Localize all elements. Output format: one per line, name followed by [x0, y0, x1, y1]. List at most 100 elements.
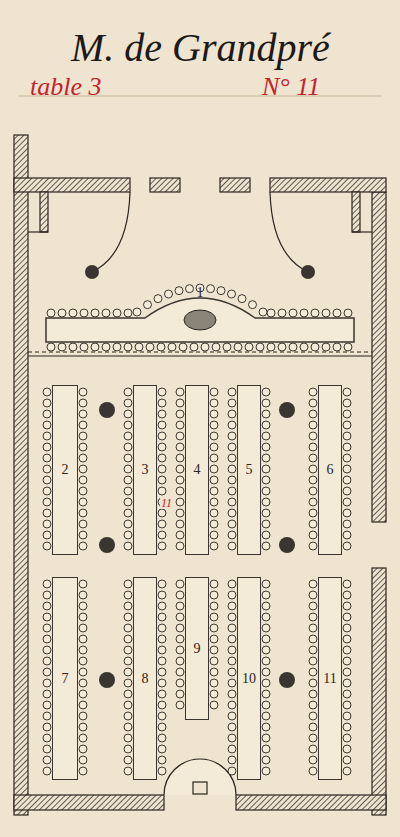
chair — [309, 591, 317, 599]
chair — [210, 635, 218, 643]
chair — [158, 668, 166, 676]
chair — [79, 509, 87, 517]
chair — [228, 432, 236, 440]
chair — [228, 399, 236, 407]
chair — [262, 443, 270, 451]
chair — [309, 767, 317, 775]
chair — [262, 668, 270, 676]
chair — [158, 712, 166, 720]
chair — [210, 531, 218, 539]
chair — [79, 399, 87, 407]
chair — [133, 308, 141, 316]
chair — [158, 624, 166, 632]
chair — [176, 701, 184, 709]
chair — [176, 646, 184, 654]
chair — [309, 443, 317, 451]
chair — [210, 421, 218, 429]
chair — [43, 531, 51, 539]
chair — [124, 443, 132, 451]
chair — [210, 454, 218, 462]
chair — [43, 509, 51, 517]
chair — [186, 285, 194, 293]
chair — [79, 679, 87, 687]
chair — [228, 745, 236, 753]
chair — [262, 624, 270, 632]
chair — [343, 668, 351, 676]
chair — [228, 657, 236, 665]
chair — [43, 498, 51, 506]
chair — [146, 343, 154, 351]
chair — [309, 487, 317, 495]
chair — [228, 624, 236, 632]
chair — [256, 343, 264, 351]
table: 4 — [185, 385, 209, 555]
chair — [79, 542, 87, 550]
chair — [176, 531, 184, 539]
chair — [343, 635, 351, 643]
chair — [262, 421, 270, 429]
chair — [309, 476, 317, 484]
chair — [210, 509, 218, 517]
chair — [210, 668, 218, 676]
chair — [43, 465, 51, 473]
walls — [14, 135, 386, 815]
chair — [300, 343, 308, 351]
chair — [210, 679, 218, 687]
chair — [289, 343, 297, 351]
chair — [343, 454, 351, 462]
chair — [309, 421, 317, 429]
chair — [210, 465, 218, 473]
chair — [124, 410, 132, 418]
chair — [228, 756, 236, 764]
chair — [343, 646, 351, 654]
chair — [158, 756, 166, 764]
chair — [262, 690, 270, 698]
chair — [158, 646, 166, 654]
seat-number: N° 11 — [262, 74, 320, 100]
chair — [262, 734, 270, 742]
chair — [245, 343, 253, 351]
chair — [43, 476, 51, 484]
chair — [309, 498, 317, 506]
chair — [309, 646, 317, 654]
chair — [309, 723, 317, 731]
chair — [124, 487, 132, 495]
chair — [262, 613, 270, 621]
chair — [343, 580, 351, 588]
chair — [223, 343, 231, 351]
chair — [80, 343, 88, 351]
chair — [43, 756, 51, 764]
table-note: table 3 — [30, 74, 102, 100]
chair — [311, 343, 319, 351]
chair — [343, 520, 351, 528]
chair — [278, 343, 286, 351]
chair — [343, 690, 351, 698]
chair — [262, 701, 270, 709]
chair — [309, 613, 317, 621]
chair — [43, 690, 51, 698]
chair — [158, 509, 166, 517]
chair — [309, 712, 317, 720]
table: 10 — [237, 577, 261, 780]
head-table-outline — [45, 264, 355, 344]
chair — [262, 432, 270, 440]
chair — [228, 679, 236, 687]
chair — [228, 635, 236, 643]
chair — [79, 635, 87, 643]
chair — [262, 635, 270, 643]
chair — [79, 410, 87, 418]
chair — [309, 657, 317, 665]
chair — [267, 309, 275, 317]
chair — [228, 509, 236, 517]
chair — [79, 580, 87, 588]
chair — [228, 542, 236, 550]
chair — [343, 602, 351, 610]
chair — [210, 399, 218, 407]
chair — [176, 399, 184, 407]
chair — [43, 443, 51, 451]
chair — [228, 498, 236, 506]
chair — [343, 767, 351, 775]
chair — [343, 624, 351, 632]
chair — [210, 646, 218, 654]
chair — [124, 679, 132, 687]
